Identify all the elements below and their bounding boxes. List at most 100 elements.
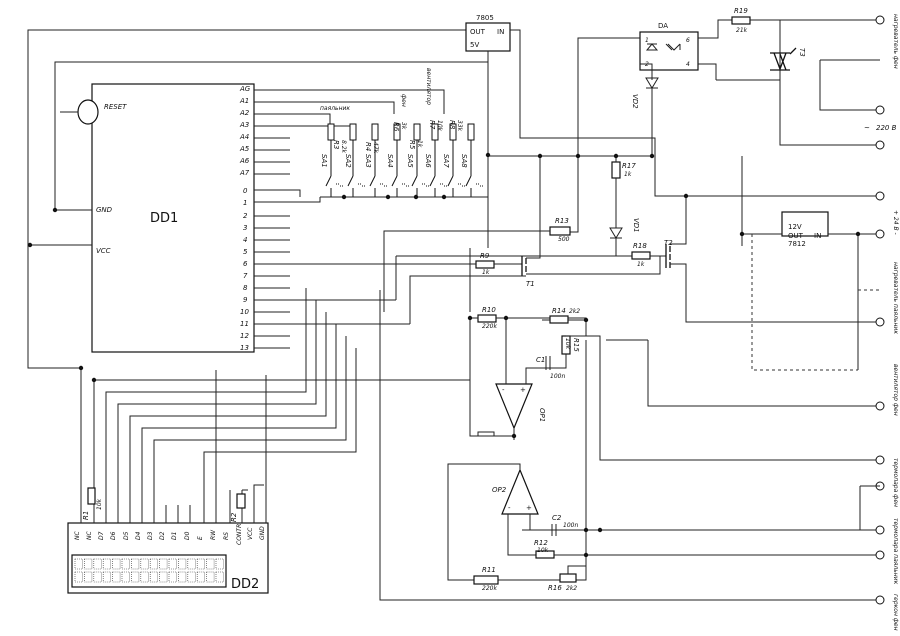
lcd-pin: E — [197, 536, 204, 540]
terminal-circle — [875, 317, 885, 327]
op2-plus: + — [526, 504, 532, 512]
lcd-cell — [131, 558, 140, 570]
group-vent: вентилятор — [425, 68, 432, 105]
pin-label: A4 — [239, 133, 249, 141]
pin-label: A3 — [239, 121, 249, 129]
switch-contact — [391, 140, 398, 197]
junction-dot — [583, 527, 589, 533]
lcd-pin-labels: NC NC D7 D6 D5 D4 D3 D2 D1 D0 E RW RS CO… — [74, 524, 266, 545]
switch-resistor — [371, 123, 379, 141]
lcd-pin: CONTR — [236, 524, 243, 545]
c1-value: 100n — [550, 373, 565, 380]
resistor-r1 — [87, 487, 96, 505]
switch-label: SA2 — [344, 154, 352, 168]
resistor-r2 — [236, 493, 246, 509]
lcd-cell — [74, 558, 83, 570]
switch-contact — [447, 140, 454, 197]
lcd-cell — [74, 571, 83, 583]
reset-button-symbol — [77, 99, 99, 125]
conn-heater-solder: нагреватель паяльник — [892, 262, 899, 334]
label-220v: 220 В — [876, 124, 897, 132]
lcd-cell — [121, 558, 130, 570]
r16-label: R16 — [548, 584, 562, 592]
pin-label: A6 — [239, 157, 250, 165]
opto-name: DA — [658, 22, 668, 30]
r16-value: 2k2 — [566, 585, 577, 592]
lcd-character-cells — [74, 558, 224, 583]
resistor-r14 — [549, 315, 569, 324]
reg12-out: OUT — [788, 232, 804, 240]
junction-dot — [503, 315, 509, 321]
pin-label: 8 — [243, 284, 248, 292]
optocoupler-da: DA 1 2 6 4 — [566, 19, 792, 233]
junction-dot — [341, 194, 347, 200]
lcd-pin: D4 — [135, 531, 142, 540]
pin-label: 7 — [243, 272, 248, 280]
r9-label: R9 — [480, 252, 490, 260]
r12-value: 10k — [537, 547, 549, 554]
r2-label: R2 — [230, 512, 238, 522]
switch-label: SA3 — [364, 154, 372, 168]
lcd-cell — [206, 571, 215, 583]
lcd-cell — [178, 571, 187, 583]
res-label: R8 — [448, 120, 456, 130]
reg12-name: 7812 — [788, 240, 806, 248]
switch-label: SA7 — [442, 154, 450, 168]
lcd-cell — [102, 558, 111, 570]
opto-pin4: 4 — [686, 61, 690, 68]
regulator-7805: 7805 OUT IN 5V — [54, 14, 880, 312]
terminal-circle — [875, 191, 885, 201]
op2-minus: - — [508, 504, 511, 512]
c2-value: 100n — [563, 522, 578, 529]
r13-label: R13 — [555, 217, 569, 225]
mcu-dd1: DD1 RESET GND VCC AG A1 A2 A3 A4 A5 A6 A… — [30, 83, 290, 353]
lcd-cell — [149, 558, 158, 570]
lcd-cell — [187, 558, 196, 570]
lcd-pin: D5 — [123, 531, 130, 540]
pin-label: 1 — [243, 199, 247, 207]
lcd-cell — [102, 571, 111, 583]
res-label: R5 — [408, 140, 416, 150]
reg5-v: 5V — [470, 41, 479, 49]
junction-dot — [575, 153, 581, 159]
pin-label: 9 — [243, 296, 248, 304]
r1-value: 10k — [96, 498, 103, 510]
junction-dot — [27, 242, 33, 248]
lcd-cell — [215, 571, 224, 583]
op2-label: OP2 — [492, 486, 507, 494]
switch-actuator — [458, 183, 465, 187]
lcd-cell — [140, 571, 149, 583]
switch-actuator — [440, 183, 447, 187]
r15-label: R15 — [572, 338, 580, 352]
switch-label: SA4 — [386, 154, 394, 168]
r9-value: 1k — [482, 269, 490, 276]
switch-contact — [465, 140, 472, 197]
lcd-cell — [168, 571, 177, 583]
mcu-pin-labels: AG A1 A2 A3 A4 A5 A6 A7 0 1 2 3 4 5 6 7 … — [239, 85, 251, 352]
pin-label: AG — [239, 85, 251, 93]
terminal-circle — [875, 595, 885, 605]
r1-label: R1 — [82, 511, 90, 520]
lcd-cell — [131, 571, 140, 583]
terminal-circle — [875, 105, 885, 115]
lcd-cell — [159, 571, 168, 583]
group-fan: фен — [400, 94, 407, 107]
res-label: R6 — [392, 122, 400, 132]
resistor-r13 — [549, 226, 571, 236]
junction-dot — [583, 552, 589, 558]
junction-dot — [613, 153, 619, 159]
op1-plus: + — [520, 386, 526, 394]
switch-columns — [325, 123, 483, 197]
pin-label: 2 — [243, 212, 248, 220]
op1-minus: - — [502, 386, 505, 394]
switch-resistor — [413, 123, 421, 141]
op1-label: OP1 — [538, 408, 546, 422]
lcd-pin: D6 — [110, 531, 117, 540]
pin-vcc: VCC — [96, 247, 111, 255]
switch-label: SA6 — [424, 154, 432, 168]
pin-label: 11 — [240, 320, 249, 328]
pin-label: 10 — [240, 308, 249, 316]
terminal-circle — [875, 455, 885, 465]
t1-label: T1 — [526, 280, 535, 288]
